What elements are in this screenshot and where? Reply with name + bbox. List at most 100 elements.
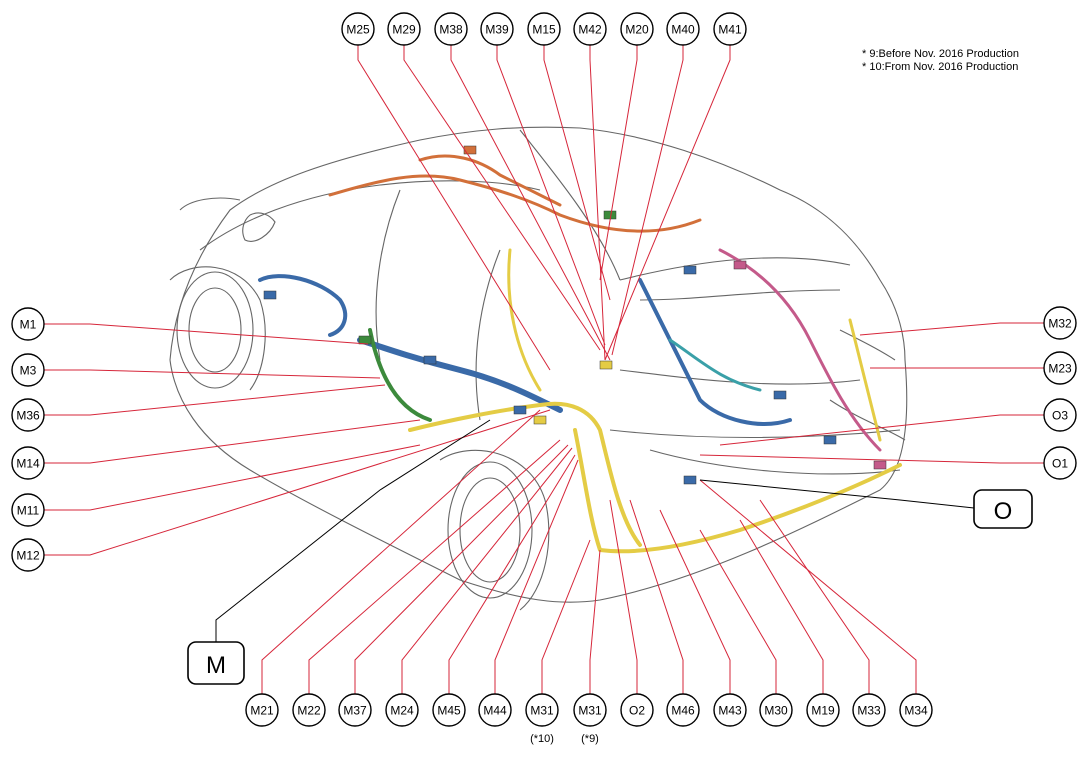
connector-block xyxy=(683,265,697,275)
callout-circle xyxy=(11,398,45,432)
connector-callout-m45-bottom-4[interactable]: M45 xyxy=(432,693,466,727)
callout-circle xyxy=(713,693,747,727)
callout-circle xyxy=(1043,398,1077,432)
connector-block xyxy=(533,415,547,425)
connector-callout-m11-left[interactable]: M11 xyxy=(11,493,45,527)
connector-block xyxy=(683,475,697,485)
leader-M14-left xyxy=(44,419,421,464)
callout-label: M15 xyxy=(532,23,556,37)
callout-circle xyxy=(1043,306,1077,340)
production-note-1: * 9:Before Nov. 2016 Production xyxy=(862,48,1019,60)
connector-callout-m3-left[interactable]: M3 xyxy=(11,353,45,387)
connector-callout-m46-bottom-9[interactable]: M46 xyxy=(666,693,700,727)
callout-label: M1 xyxy=(20,318,37,332)
connector-callout-m21-bottom-0[interactable]: M21 xyxy=(245,693,279,727)
connector-callout-m39-top[interactable]: M39 xyxy=(480,12,514,46)
connector-callout-m32-right[interactable]: M32 xyxy=(1043,306,1077,340)
callout-circle xyxy=(525,693,559,727)
harness-green xyxy=(368,328,432,422)
callout-circle xyxy=(387,12,421,46)
callout-label: M32 xyxy=(1048,317,1072,331)
connector-callout-m15-top[interactable]: M15 xyxy=(527,12,561,46)
connector-callout-m1-left[interactable]: M1 xyxy=(11,307,45,341)
connector-callout-m19-bottom-12[interactable]: M19 xyxy=(806,693,840,727)
connector-block xyxy=(599,360,613,370)
callout-label: M40 xyxy=(671,23,695,37)
callout-label: M34 xyxy=(904,704,928,718)
callout-label: O2 xyxy=(629,704,645,718)
connector-callout-o1-right[interactable]: O1 xyxy=(1043,446,1077,480)
callout-circle xyxy=(1043,351,1077,385)
connector-callout-m37-bottom-2[interactable]: M37 xyxy=(338,693,372,727)
leader-M19-bottom-12 xyxy=(739,519,824,694)
harness-gate xyxy=(848,318,882,442)
connector-callout-m30-bottom-11[interactable]: M30 xyxy=(759,693,793,727)
connector-callout-m22-bottom-1[interactable]: M22 xyxy=(292,693,326,727)
connector-callouts: M25 M29 M38 M39 M15 M42 M20 M40 M41M1M3M36M14M11… xyxy=(11,12,1077,745)
callout-circle xyxy=(806,693,840,727)
callout-circle xyxy=(713,12,747,46)
callout-label: M19 xyxy=(811,704,835,718)
connector-callout-m25-top[interactable]: M25 xyxy=(341,12,375,46)
group-o-label: O xyxy=(994,498,1013,525)
leader-M31-bottom-7 xyxy=(589,549,601,694)
callout-circle xyxy=(852,693,886,727)
callout-circle xyxy=(620,12,654,46)
callout-label: M11 xyxy=(17,504,40,518)
connector-callout-m34-bottom-14[interactable]: M34 xyxy=(899,693,933,727)
callout-label: M37 xyxy=(343,704,367,718)
leader-O2-bottom-8 xyxy=(609,499,638,694)
callout-circle xyxy=(527,12,561,46)
connector-callout-m33-bottom-13[interactable]: M33 xyxy=(852,693,886,727)
connector-callout-m24-bottom-3[interactable]: M24 xyxy=(385,693,419,727)
connector-callout-m20-top[interactable]: M20 xyxy=(620,12,654,46)
leader-O3-right xyxy=(719,414,1044,446)
connector-callout-m12-left[interactable]: M12 xyxy=(11,538,45,572)
callout-circle xyxy=(573,693,607,727)
group-o-leader xyxy=(699,479,975,509)
leader-M45-bottom-4 xyxy=(448,454,576,694)
production-note-2: * 10:From Nov. 2016 Production xyxy=(862,61,1019,73)
connector-callout-m31-bottom-7[interactable]: M31 xyxy=(573,693,607,727)
connector-callout-m41-top[interactable]: M41 xyxy=(713,12,747,46)
connector-callout-m29-top[interactable]: M29 xyxy=(387,12,421,46)
connector-callout-o2-bottom-8[interactable]: O2 xyxy=(620,693,654,727)
connector-callout-m43-bottom-10[interactable]: M43 xyxy=(713,693,747,727)
callout-circle xyxy=(666,693,700,727)
callout-label: O3 xyxy=(1052,409,1068,423)
callout-label: M22 xyxy=(297,704,321,718)
m31-sublabel-9: (*9) xyxy=(581,733,599,745)
callout-circle xyxy=(573,12,607,46)
m31-sublabel-10: (*10) xyxy=(530,733,554,745)
harness-roof xyxy=(328,174,702,233)
connector-callout-m38-top[interactable]: M38 xyxy=(434,12,468,46)
leader-lines xyxy=(44,45,1044,694)
callout-circle xyxy=(478,693,512,727)
connector-callout-o3-right[interactable]: O3 xyxy=(1043,398,1077,432)
leader-M21-bottom-0 xyxy=(261,409,541,694)
callout-circle xyxy=(11,493,45,527)
connector-callout-m36-left[interactable]: M36 xyxy=(11,398,45,432)
callout-label: M33 xyxy=(857,704,881,718)
vehicle-outline xyxy=(169,126,908,611)
leader-M31-bottom-6 xyxy=(541,539,591,694)
connector-callout-m14-left[interactable]: M14 xyxy=(11,446,45,480)
callout-circle xyxy=(480,12,514,46)
leader-M3-left xyxy=(44,369,381,379)
callout-label: M29 xyxy=(392,23,416,37)
connector-callout-m31-bottom-6[interactable]: M31 xyxy=(525,693,559,727)
callout-circle xyxy=(620,693,654,727)
leader-M32-right xyxy=(859,322,1044,336)
harness-roof2 xyxy=(418,154,562,207)
connector-callout-m40-top[interactable]: M40 xyxy=(666,12,700,46)
connector-callout-m42-top[interactable]: M42 xyxy=(573,12,607,46)
connector-callout-m44-bottom-5[interactable]: M44 xyxy=(478,693,512,727)
harness-quarter xyxy=(638,278,792,426)
connector-callout-m23-right[interactable]: M23 xyxy=(1043,351,1077,385)
leader-O1-right xyxy=(699,454,1044,464)
leader-M46-bottom-9 xyxy=(629,499,684,694)
callout-label: M44 xyxy=(483,704,507,718)
callout-label: M41 xyxy=(718,23,742,37)
callout-circle xyxy=(11,446,45,480)
